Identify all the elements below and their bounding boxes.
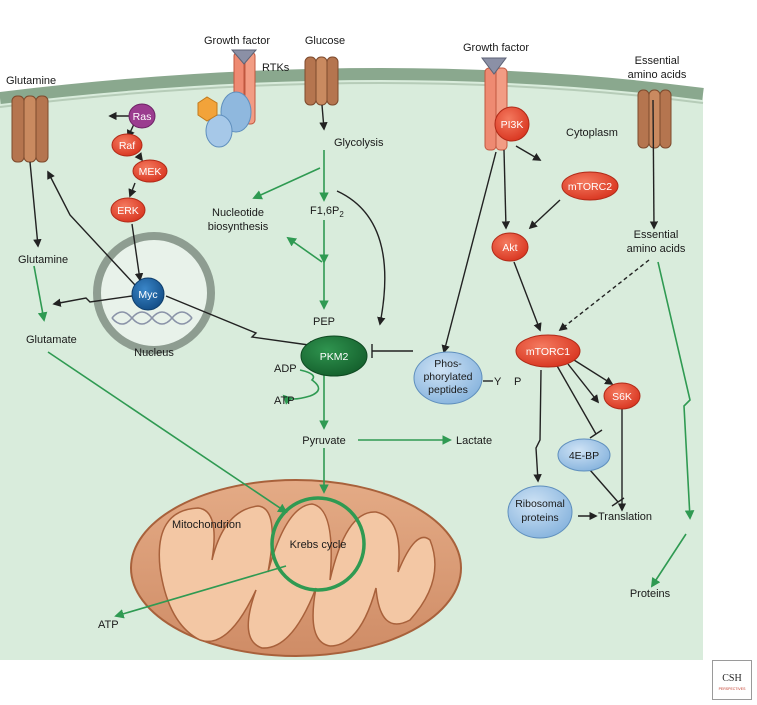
phospho-label-2: phorylated bbox=[423, 371, 472, 383]
nucleotide-label-2: biosynthesis bbox=[208, 221, 269, 233]
essential-aa-top-label-1: Essential bbox=[635, 55, 680, 67]
logo-text: CSH bbox=[722, 673, 742, 684]
essential-aa-mid-label-2: amino acids bbox=[627, 243, 686, 255]
node-phosphorylated-peptides: Phos- phorylated peptides bbox=[413, 351, 483, 405]
node-ras: Ras bbox=[128, 103, 156, 129]
krebs-cycle-label: Krebs cycle bbox=[290, 539, 347, 551]
adp-label: ADP bbox=[274, 363, 297, 375]
atp-bottom-label: ATP bbox=[98, 619, 119, 631]
erk-label: ERK bbox=[117, 205, 139, 217]
s6k-label: S6K bbox=[612, 391, 632, 403]
lactate-label: Lactate bbox=[456, 435, 492, 447]
node-mtorc1: mTORC1 bbox=[515, 334, 581, 368]
rtks-label: RTKs bbox=[262, 62, 290, 74]
glutamate-label: Glutamate bbox=[26, 334, 77, 346]
ribo-label-2: proteins bbox=[521, 512, 558, 524]
growth-factor-left-label: Growth factor bbox=[204, 35, 270, 47]
csh-perspectives-logo: CSH PERSPECTIVES bbox=[712, 660, 752, 700]
glucose-label: Glucose bbox=[305, 35, 345, 47]
growth-factor-right-label: Growth factor bbox=[463, 42, 529, 54]
rtk-receptor bbox=[197, 49, 258, 148]
mitochondrion-label: Mitochondrion bbox=[172, 519, 241, 531]
node-raf: Raf bbox=[111, 133, 143, 157]
node-pkm2: PKM2 bbox=[300, 335, 368, 377]
node-erk: ERK bbox=[110, 197, 146, 223]
glucose-transporter bbox=[304, 56, 339, 106]
plasma-membrane bbox=[0, 67, 704, 104]
node-ribosomal-proteins: Ribosomal proteins bbox=[507, 485, 573, 539]
pyruvate-label: Pyruvate bbox=[302, 435, 345, 447]
mitochondrion bbox=[130, 479, 462, 657]
glutamine-transporter bbox=[11, 95, 49, 163]
essential-aa-mid-label-1: Essential bbox=[634, 229, 679, 241]
y-label: Y bbox=[494, 376, 502, 388]
phospho-label-1: Phos- bbox=[434, 358, 462, 370]
node-pi3k: PI3K bbox=[494, 106, 530, 142]
nucleotide-label-1: Nucleotide bbox=[212, 207, 264, 219]
logo-subtext: PERSPECTIVES bbox=[718, 687, 746, 691]
krebs-cycle bbox=[270, 496, 366, 592]
4ebp-label: 4E-BP bbox=[569, 450, 599, 462]
mtorc2-label: mTORC2 bbox=[568, 181, 612, 193]
p-label: P bbox=[514, 376, 521, 388]
essential-aa-top-label-2: amino acids bbox=[628, 69, 687, 81]
ribo-label-1: Ribosomal bbox=[515, 498, 565, 510]
translation-label: Translation bbox=[598, 511, 652, 523]
pi3k-label: PI3K bbox=[501, 119, 524, 131]
mek-label: MEK bbox=[139, 166, 162, 178]
glutamine-mid-label: Glutamine bbox=[18, 254, 68, 266]
mtorc1-label: mTORC1 bbox=[526, 346, 570, 358]
pkm2-label: PKM2 bbox=[320, 351, 349, 363]
proteins-label: Proteins bbox=[630, 588, 671, 600]
f16p2-label: F1,6P2 bbox=[310, 205, 344, 219]
node-akt: Akt bbox=[491, 232, 529, 262]
node-mtorc2: mTORC2 bbox=[561, 171, 619, 201]
myc-label: Myc bbox=[138, 289, 157, 301]
nucleus-label: Nucleus bbox=[134, 347, 174, 359]
glycolysis-label: Glycolysis bbox=[334, 137, 384, 149]
dna-helix bbox=[111, 311, 193, 325]
node-s6k: S6K bbox=[603, 382, 641, 410]
phospho-label-3: peptides bbox=[428, 384, 468, 396]
cytoplasm-label: Cytoplasm bbox=[566, 127, 618, 139]
akt-label: Akt bbox=[502, 242, 517, 254]
raf-label: Raf bbox=[119, 140, 135, 152]
glutamine-top-label: Glutamine bbox=[6, 75, 56, 87]
node-myc: Myc bbox=[131, 277, 165, 311]
ras-label: Ras bbox=[133, 111, 152, 123]
node-mek: MEK bbox=[132, 159, 168, 183]
atp-mid-label: ATP bbox=[274, 395, 295, 407]
amino-acid-transporter bbox=[637, 89, 672, 149]
node-4ebp: 4E-BP bbox=[557, 438, 611, 472]
pep-label: PEP bbox=[313, 316, 335, 328]
